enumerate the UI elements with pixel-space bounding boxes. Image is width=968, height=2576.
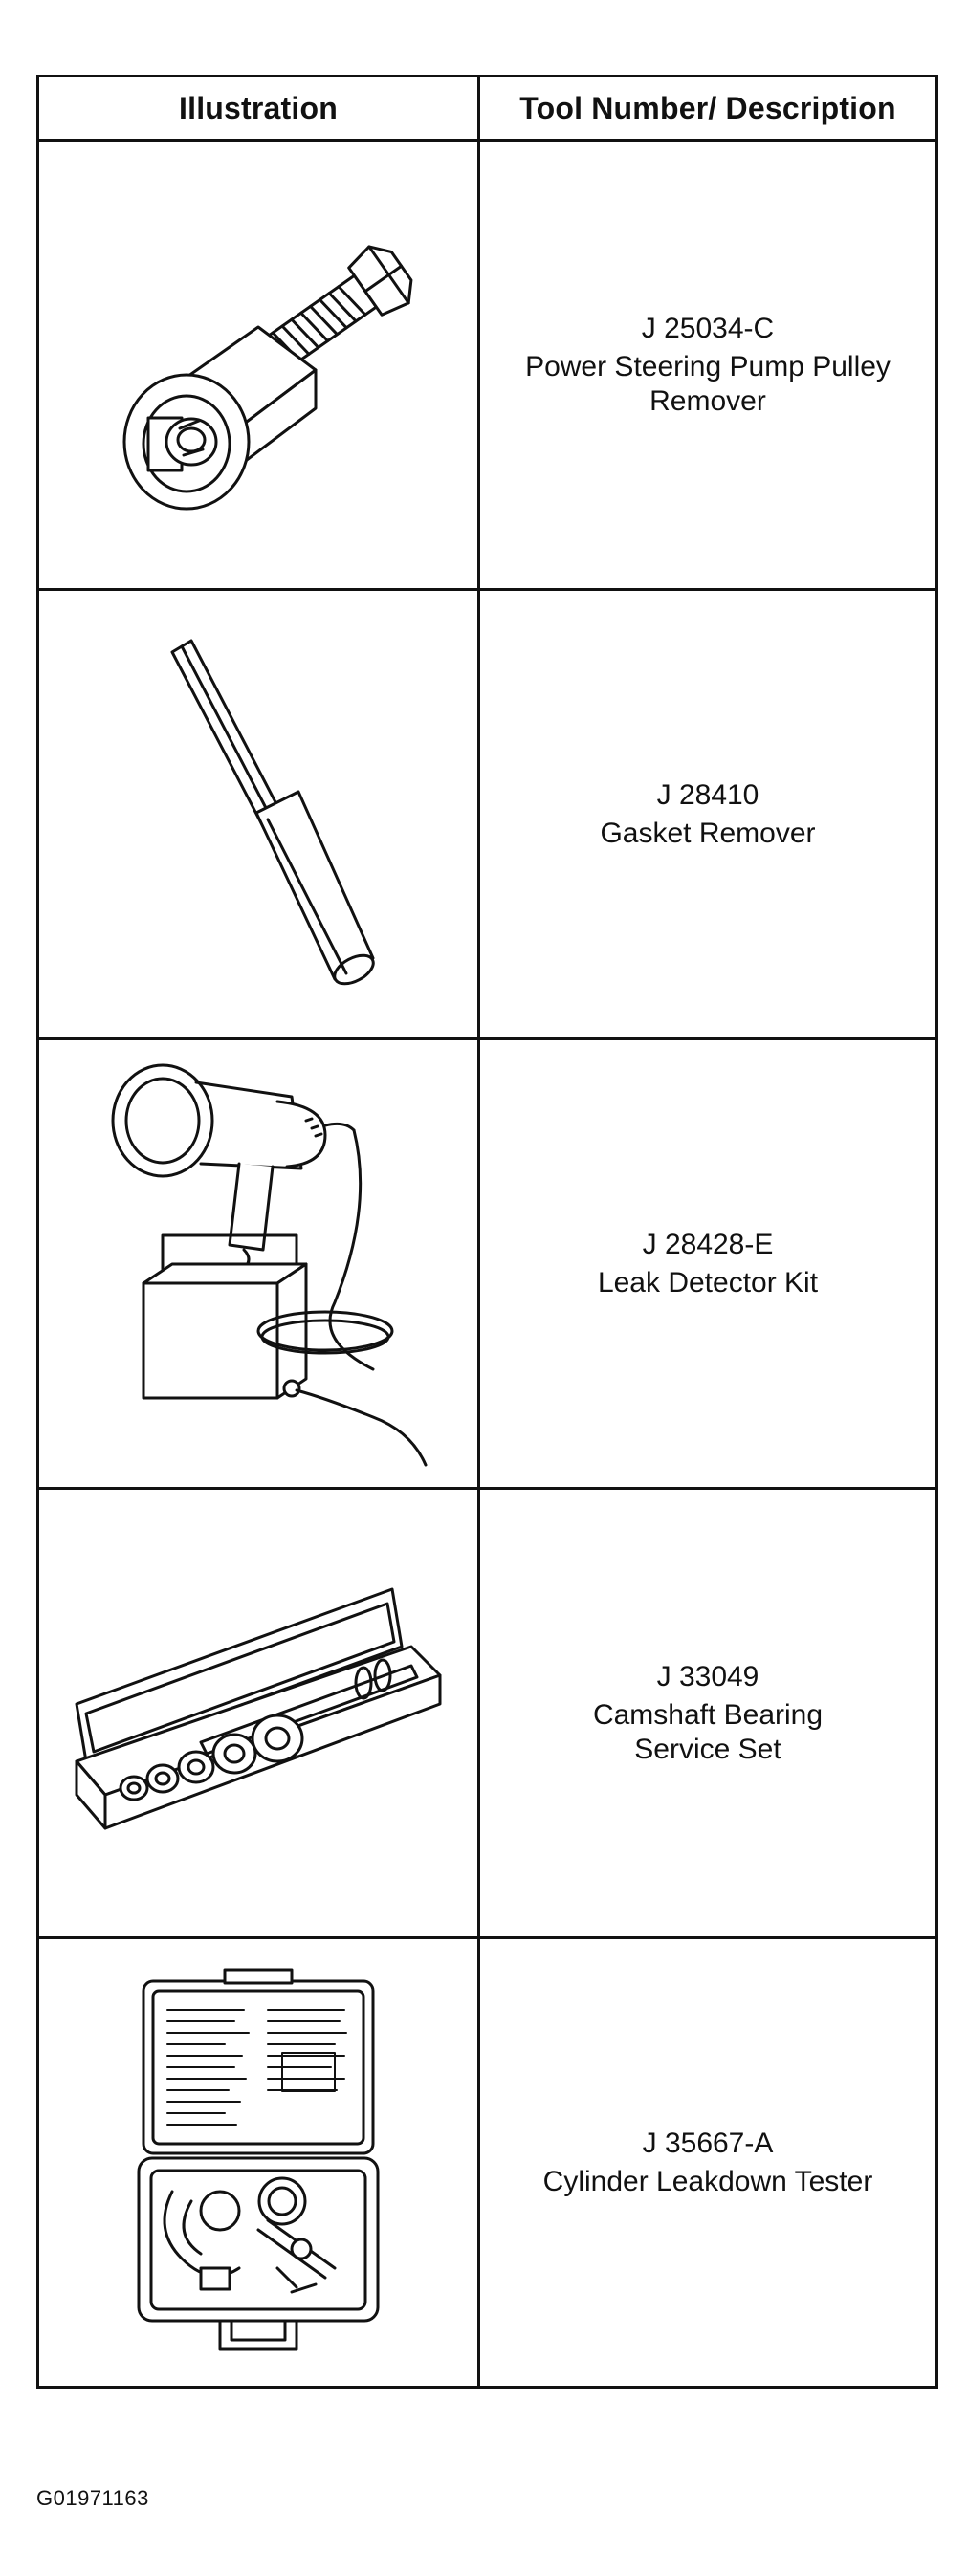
illustration-cell [36,1936,480,2389]
tool-description: Power Steering Pump Pulley Remover [525,350,891,417]
tool-description: Camshaft Bearing Service Set [592,1698,824,1765]
table-header-row: Illustration Tool Number/ Description [36,75,938,142]
header-tool-description: Tool Number/ Description [477,75,938,142]
header-illustration: Illustration [36,75,480,142]
tool-description: Leak Detector Kit [597,1266,819,1299]
table-row: J 25034-C Power Steering Pump Pulley Rem… [36,139,938,591]
table-row: J 28410 Gasket Remover [36,588,938,1040]
tool-description: Cylinder Leakdown Tester [542,2165,873,2197]
tool-number: J 33049 [656,1660,759,1692]
table-row: J 35667-A Cylinder Leakdown Tester [36,1936,938,2389]
camshaft-bearing-set-icon [75,1587,442,1829]
leak-detector-kit-icon [111,1063,428,1466]
tool-number: J 25034-C [641,312,775,344]
description-cell: J 28428-E Leak Detector Kit [477,1037,938,1490]
description-cell: J 33049 Camshaft Bearing Service Set [477,1487,938,1939]
pulley-remover-icon [122,244,413,510]
tool-number: J 28428-E [642,1228,774,1260]
description-cell: J 25034-C Power Steering Pump Pulley Rem… [477,139,938,591]
gasket-remover-icon [170,639,375,985]
table-row: J 28428-E Leak Detector Kit [36,1037,938,1490]
description-cell: J 28410 Gasket Remover [477,588,938,1040]
figure-code: G01971163 [36,2486,149,2510]
description-cell: J 35667-A Cylinder Leakdown Tester [477,1936,938,2389]
tool-number: J 28410 [656,778,759,811]
table-row: J 33049 Camshaft Bearing Service Set [36,1487,938,1939]
leakdown-tester-icon [137,1968,380,2350]
illustration-cell [36,1037,480,1490]
illustration-cell [36,139,480,591]
tool-number: J 35667-A [642,2127,774,2159]
illustration-cell [36,1487,480,1939]
illustration-cell [36,588,480,1040]
special-tools-table: Illustration Tool Number/ Description [36,75,938,2389]
tool-description: Gasket Remover [600,817,816,849]
